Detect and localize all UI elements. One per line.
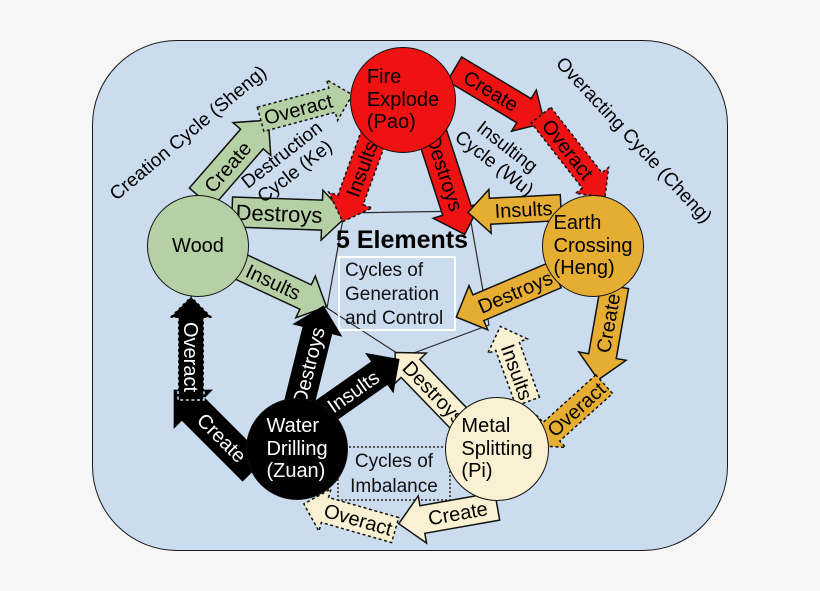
arrow-wood-overact: Overact [255,74,358,139]
element-circle-wood: Wood [147,195,249,297]
arrow-fire-insults: Insults [320,126,395,229]
arrow-water-create: Create [156,372,272,488]
arrow-fire-create: Create [442,48,557,143]
element-label-metal: Metal Splitting (Pi) [461,415,533,483]
element-circle-earth: Earth Crossing (Heng) [542,195,644,297]
generation-control-line3: and Control [345,308,444,330]
imbalance-line2: Imbalance [350,476,438,498]
svg-text:Overact: Overact [179,322,201,392]
element-circle-fire: Fire Explode (Pao) [350,47,456,153]
element-label-earth: Earth Crossing (Heng) [553,212,633,280]
arrow-metal-insults: Insults [481,319,548,409]
arrow-metal-create: Create [395,483,502,548]
imbalance-box: Cycles of Imbalance [337,446,451,501]
svg-text:Destroys: Destroys [235,200,323,228]
element-label-wood: Wood [172,234,224,257]
arrow-earth-create: Create [574,282,638,384]
generation-control-box: Cycles of Generation and Control [338,256,456,331]
arrow-wood-insults: Insults [228,244,336,327]
arrow-water-insults: Insults [310,341,412,431]
arrow-fire-overact: Overact [524,102,621,210]
generation-control-line2: Generation [345,284,440,306]
arrow-metal-overact: Overact [297,483,400,551]
arrow-water-overact: Overact [167,294,215,401]
element-label-fire: Fire Explode (Pao) [366,66,440,134]
element-label-water: Water Drilling (Zuan) [266,415,328,483]
svg-text:Insults: Insults [494,198,553,223]
generation-control-line1: Cycles of [345,260,424,281]
element-circle-metal: Metal Splitting (Pi) [445,397,549,501]
element-circle-water: Water Drilling (Zuan) [246,398,348,500]
imbalance-line1: Cycles of [354,451,434,472]
